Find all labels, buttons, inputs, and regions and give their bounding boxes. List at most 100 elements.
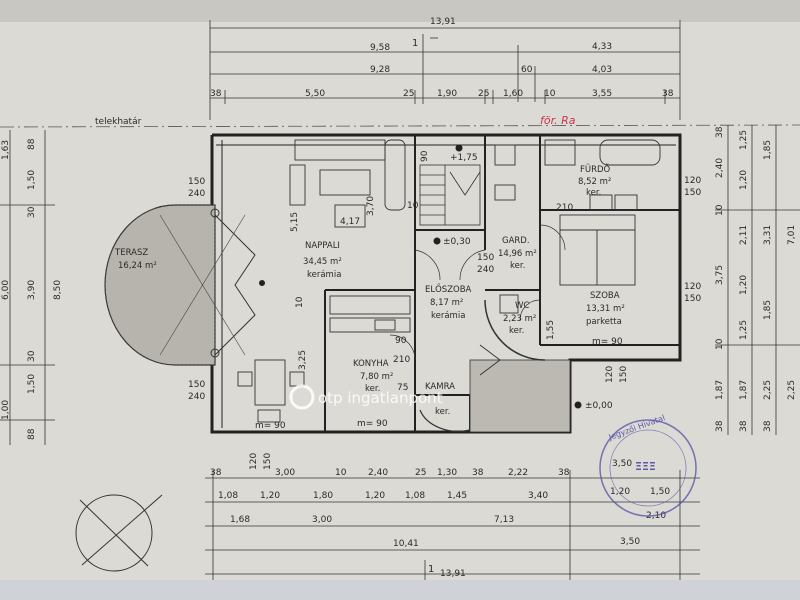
opening-misc: m= 90 [255,421,286,431]
door-label: 210 [393,355,410,365]
room-name-gard: GARD. [502,236,530,246]
left-dim: 1,50 [27,170,37,190]
dim-top-row4: 38 [662,89,674,99]
opening-right-top: 150 [684,188,701,198]
opening-left-bottom: 240 [188,392,205,402]
dim-top-row4: 3,55 [592,89,612,99]
right-dim: 1,20 [739,275,749,295]
left-dim: 30 [27,350,37,362]
opening-misc: m= 90 [357,419,388,429]
right-dim: 1,87 [739,380,749,400]
dim-top-row3-left: 9,28 [370,65,390,75]
room-area-terasz: 16,24 m² [118,261,157,271]
svg-text:ΞΞΞ: ΞΞΞ [635,460,656,473]
room-name-terasz: TERASZ [114,248,148,258]
svg-text:otp ingatlanpont: otp ingatlanpont [318,389,443,407]
room-finish-eloszoba: kerámia [431,311,465,321]
right-dim: 2,25 [787,380,797,400]
room-name-szoba: SZOBA [590,291,620,301]
bottom-dim-row1: 3,50 [612,459,632,469]
dim-top-row4: 10 [544,89,556,99]
opening-bottom-right: 150 [619,366,629,383]
right-dim: 38 [715,126,725,138]
right-dim: 1,87 [715,380,725,400]
left-dim: 1,63 [1,140,11,160]
right-dim: 38 [763,420,773,432]
left-dim: 3,90 [27,280,37,300]
nappali-dim: 4,17 [340,217,360,227]
right-dim: 1,25 [739,320,749,340]
dim-top-row4: 38 [210,89,222,99]
room-name-konyha: KONYHA [353,359,389,369]
section-marker-bottom: 1 [428,564,434,575]
bottom-dim-row2: 1,08 [405,491,425,501]
left-dim: 1,50 [27,374,37,394]
left-dim: 6,00 [1,280,11,300]
room-finish-nappali: kerámia [307,270,341,280]
left-dim: 8,50 [53,280,63,300]
right-dim: 38 [715,420,725,432]
room-name-furdo: FÜRDŐ [580,164,611,175]
room-finish-wc: ker. [509,326,524,336]
dim-top-row4: 1,90 [437,89,457,99]
opening-misc: m= 90 [592,337,623,347]
north-arrow-icon [75,494,163,572]
section-marker-top: 1 [412,38,418,49]
opening-misc: 10 [407,201,419,211]
opening-misc: 1,55 [546,320,556,340]
bottom-dim-row1: 38 [558,468,570,478]
level-hall: ±0,30 [443,237,471,247]
left-dim: 1,00 [1,400,11,420]
opening-left-top: 240 [188,189,205,199]
kitchen-counter [329,295,411,333]
room-name-nappali: NAPPALI [305,241,340,251]
entrance-area [419,299,571,433]
bottom-dim-row2: 1,45 [447,491,467,501]
bottom-dim-row1: 2,22 [508,468,528,478]
bottom-dim-row2: 1,20 [260,491,280,501]
level-outside: ±0,00 [585,401,613,411]
handwritten-note: för. Ra [540,114,576,127]
bottom-dim-row1: 3,00 [275,468,295,478]
opening-misc: 210 [556,203,573,213]
opening-bottom-right: 120 [605,366,615,383]
room-finish-gard: ker. [510,261,525,271]
bathroom-fixtures [494,139,661,314]
room-name-wc: WC [515,301,529,311]
opening-right-top: 120 [684,176,701,186]
right-dim: 10 [715,338,725,350]
bottom-dim-row2: 1,20 [365,491,385,501]
right-dim: 2,25 [763,380,773,400]
nappali-dim: 3,70 [366,196,376,216]
right-dim: 1,25 [739,130,749,150]
opening-left-bottom: 150 [188,380,205,390]
opening-left-top: 150 [188,177,205,187]
room-finish-furdo: ker. [586,188,601,198]
level-markers [259,144,582,409]
bottom-dim-row4: 3,50 [620,537,640,547]
interior-walls [324,135,680,432]
room-finish-szoba: parketta [586,317,622,327]
door-swings [389,224,566,361]
staircase [419,164,481,226]
right-dim: 1,85 [763,300,773,320]
room-area-szoba: 13,31 m² [586,304,625,314]
opening-misc: 240 [477,265,494,275]
room-area-gard: 14,96 m² [498,249,537,259]
level-stair: +1,75 [450,153,478,163]
left-dim: 88 [27,138,37,150]
left-dim: 30 [27,206,37,218]
dim-top-row2-right: 4,33 [592,42,612,52]
dim-top-row3-right: 4,03 [592,65,612,75]
right-dim: 2,11 [739,225,749,245]
opening-misc: 10 [295,296,305,308]
bottom-dim-row1: 10 [335,468,347,478]
bottom-dim-row4: 10,41 [393,539,419,549]
bottom-dim-row2: 1,50 [650,487,670,497]
plot-boundary-line [0,124,800,128]
door-label: 90 [395,336,407,346]
room-area-eloszoba: 8,17 m² [430,298,463,308]
right-dim: 38 [739,420,749,432]
opening-misc: 90 [420,150,430,162]
